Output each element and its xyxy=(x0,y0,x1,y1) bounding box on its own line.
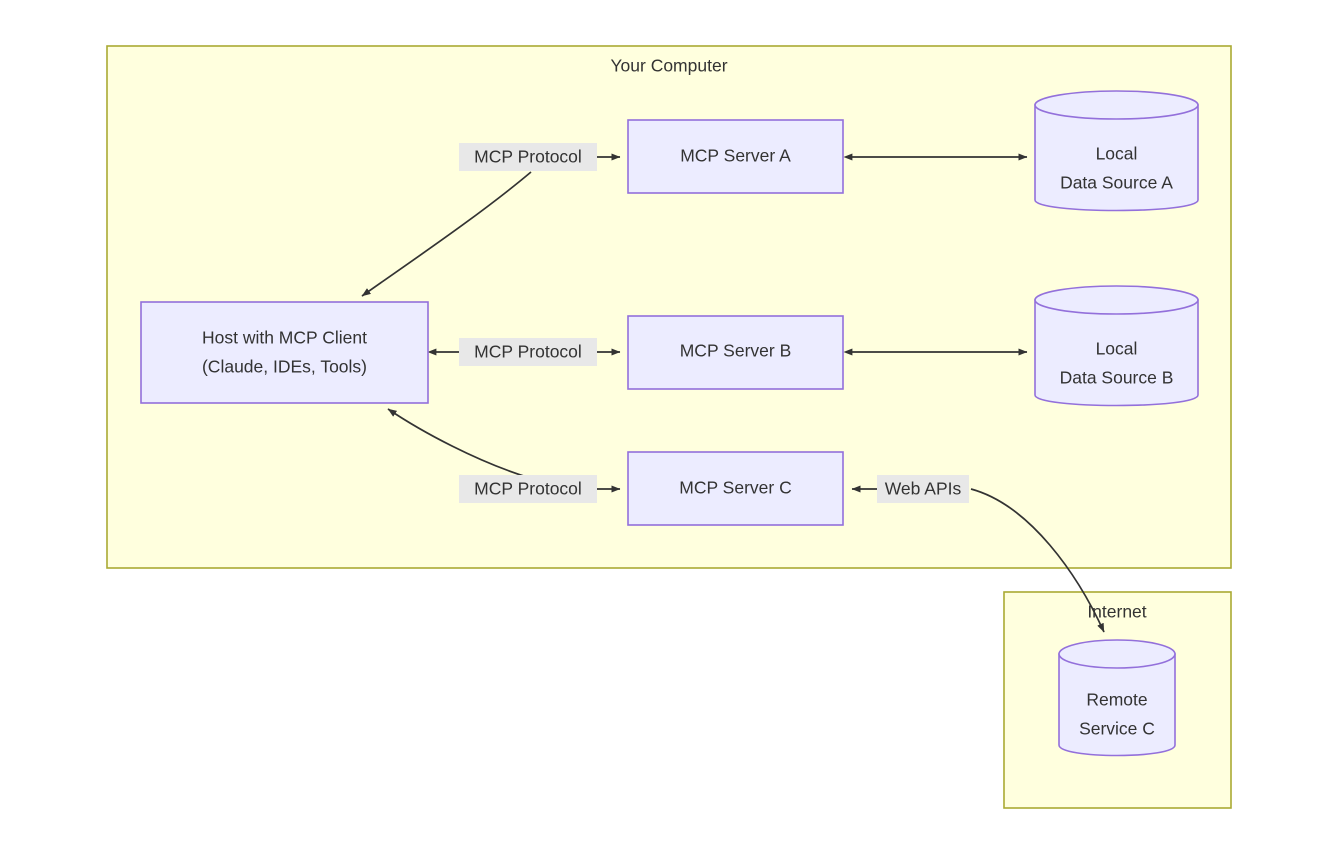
remote-c-cylinder-body[interactable] xyxy=(1058,653,1176,757)
source-a-cylinder-body[interactable] xyxy=(1034,104,1199,212)
internet-title: Internet xyxy=(1087,602,1146,622)
edge-server-c-to-host-curve xyxy=(387,408,531,479)
edge-label-mcp-protocol-a: MCP Protocol xyxy=(459,143,597,171)
host-label-line1: Host with MCP Client xyxy=(202,328,367,348)
node-mcp-server-c[interactable]: MCP Server C xyxy=(627,451,844,526)
remote-c-label-line1: Remote xyxy=(1086,690,1147,710)
source-b-cylinder-body[interactable] xyxy=(1034,299,1199,407)
internet-boundary xyxy=(1003,591,1232,809)
edge-label-mcp-protocol-b: MCP Protocol xyxy=(459,338,597,366)
edge-label-web-apis: Web APIs xyxy=(877,475,969,503)
mcp-protocol-a-text: MCP Protocol xyxy=(474,147,582,167)
edge-web-apis-to-remote-c-curve xyxy=(970,488,1105,633)
mcp-protocol-b-text: MCP Protocol xyxy=(474,342,582,362)
server-a-label: MCP Server A xyxy=(680,146,791,166)
web-apis-bg xyxy=(877,475,969,503)
node-host-with-mcp-client[interactable]: Host with MCP Client (Claude, IDEs, Tool… xyxy=(140,301,429,404)
host-box[interactable] xyxy=(140,301,429,404)
remote-c-label-line2: Service C xyxy=(1079,719,1155,739)
server-a-box[interactable] xyxy=(627,119,844,194)
source-a-label-line2: Data Source A xyxy=(1060,173,1173,193)
source-a-label-line1: Local xyxy=(1096,144,1138,164)
host-label-line2: (Claude, IDEs, Tools) xyxy=(202,357,367,377)
node-local-data-source-b[interactable]: Local Data Source B xyxy=(1034,285,1199,407)
node-remote-service-c[interactable]: Remote Service C xyxy=(1058,639,1176,757)
mcp-protocol-c-bg xyxy=(459,475,597,503)
container-internet: Internet xyxy=(1003,591,1232,809)
source-b-label-line1: Local xyxy=(1096,339,1138,359)
source-b-label-line2: Data Source B xyxy=(1060,368,1174,388)
mcp-protocol-a-bg xyxy=(459,143,597,171)
your-computer-title: Your Computer xyxy=(610,56,727,76)
server-b-box[interactable] xyxy=(627,315,844,390)
remote-c-cylinder-top xyxy=(1058,639,1176,669)
edge-label-mcp-protocol-c: MCP Protocol xyxy=(459,475,597,503)
node-mcp-server-b[interactable]: MCP Server B xyxy=(627,315,844,390)
web-apis-text: Web APIs xyxy=(885,479,962,499)
source-b-cylinder-top xyxy=(1034,285,1199,315)
mcp-protocol-c-text: MCP Protocol xyxy=(474,479,582,499)
node-mcp-server-a[interactable]: MCP Server A xyxy=(627,119,844,194)
server-c-box[interactable] xyxy=(627,451,844,526)
node-local-data-source-a[interactable]: Local Data Source A xyxy=(1034,90,1199,212)
mcp-protocol-b-bg xyxy=(459,338,597,366)
source-a-cylinder-top xyxy=(1034,90,1199,120)
edge-server-a-to-host-curve xyxy=(361,171,532,297)
server-b-label: MCP Server B xyxy=(680,341,792,361)
server-c-label: MCP Server C xyxy=(679,478,791,498)
